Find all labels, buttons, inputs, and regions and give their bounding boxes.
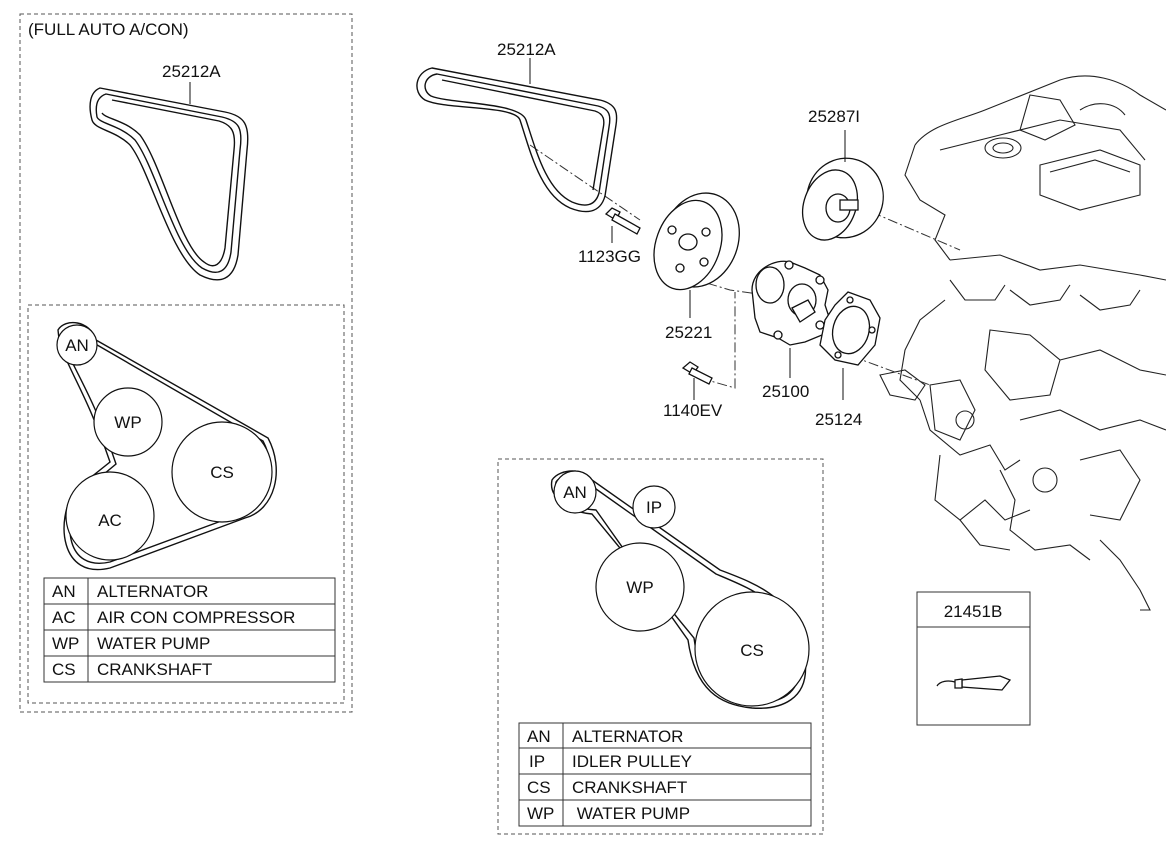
pulley-ip-bottom: IP <box>632 485 676 529</box>
svg-text:WP: WP <box>114 413 141 432</box>
pulley-cs-left: CS <box>171 421 273 523</box>
legend-name: WATER PUMP <box>97 634 210 653</box>
full-auto-acon-panel: (FULL AUTO A/CON) 25212A AN WP CS AC <box>19 13 353 713</box>
idler-pulley <box>801 130 884 241</box>
pulley-wp-left: WP <box>93 387 163 457</box>
pulley-an-left: AN <box>56 324 98 366</box>
full-auto-acon-frame <box>19 13 353 713</box>
engine-block-outline <box>879 75 1166 611</box>
panel-title: (FULL AUTO A/CON) <box>28 20 189 39</box>
belt-routing-frame-left <box>27 304 345 704</box>
legend-name: IDLER PULLEY <box>572 752 692 771</box>
bolt-upper <box>604 207 641 243</box>
legend-code: WP <box>52 634 79 653</box>
belt-route-bottom <box>550 470 807 709</box>
pulley-an-bottom: AN <box>553 470 597 514</box>
sealant-box: 21451B <box>916 591 1031 726</box>
legend-code: WP <box>527 804 554 823</box>
legend-code: AN <box>527 727 551 746</box>
sealant-tube-icon <box>936 675 1012 691</box>
belt-illustration-left <box>89 82 249 281</box>
legend-table-left: AN ALTERNATOR AC AIR CON COMPRESSOR WP W… <box>43 577 336 683</box>
pump-part-label: 25100 <box>762 382 809 401</box>
water-pump-pulley <box>653 192 740 318</box>
pulley-cs-bottom: CS <box>694 591 810 707</box>
belt-routing-panel-bottom: AN IP WP CS AN ALTERNATOR IP IDLER PULLE… <box>497 458 824 835</box>
svg-text:CS: CS <box>740 641 764 660</box>
gasket <box>819 291 881 400</box>
legend-code: CS <box>52 660 76 679</box>
belt-part-label-left: 25212A <box>162 62 221 81</box>
idler-part-label: 25287I <box>808 107 860 126</box>
gasket-part-label: 25124 <box>815 410 862 429</box>
pulley-wp-bottom: WP <box>595 542 685 632</box>
legend-name: ALTERNATOR <box>97 582 208 601</box>
legend-name: CRANKSHAFT <box>572 778 687 797</box>
svg-text:AN: AN <box>563 483 587 502</box>
legend-name: WATER PUMP <box>572 804 690 823</box>
pulley-part-label: 25221 <box>665 323 712 342</box>
legend-name: ALTERNATOR <box>572 727 683 746</box>
belt-routing-frame-bottom <box>497 458 824 835</box>
svg-text:CS: CS <box>210 463 234 482</box>
sealant-part-label: 21451B <box>944 602 1003 621</box>
svg-text:WP: WP <box>626 578 653 597</box>
svg-text:AC: AC <box>98 511 122 530</box>
legend-code: AN <box>52 582 76 601</box>
legend-name: CRANKSHAFT <box>97 660 212 679</box>
bolt-lower <box>681 361 713 400</box>
pulley-ac-left: AC <box>65 471 155 561</box>
legend-code: IP <box>529 752 545 771</box>
main-assembly: 25212A 25287I 1123GG 25221 <box>416 40 961 429</box>
drive-belt-main <box>416 58 618 213</box>
svg-text:IP: IP <box>646 498 662 517</box>
legend-code: CS <box>527 778 551 797</box>
legend-code: AC <box>52 608 76 627</box>
bolt-upper-label: 1123GG <box>578 247 641 266</box>
svg-text:AN: AN <box>65 336 89 355</box>
legend-name: AIR CON COMPRESSOR <box>97 608 295 627</box>
legend-table-bottom: AN ALTERNATOR IP IDLER PULLEY CS CRANKSH… <box>518 722 812 827</box>
bolt-lower-label: 1140EV <box>663 401 723 420</box>
water-pump <box>751 260 831 378</box>
belt-part-label-main: 25212A <box>497 40 556 59</box>
